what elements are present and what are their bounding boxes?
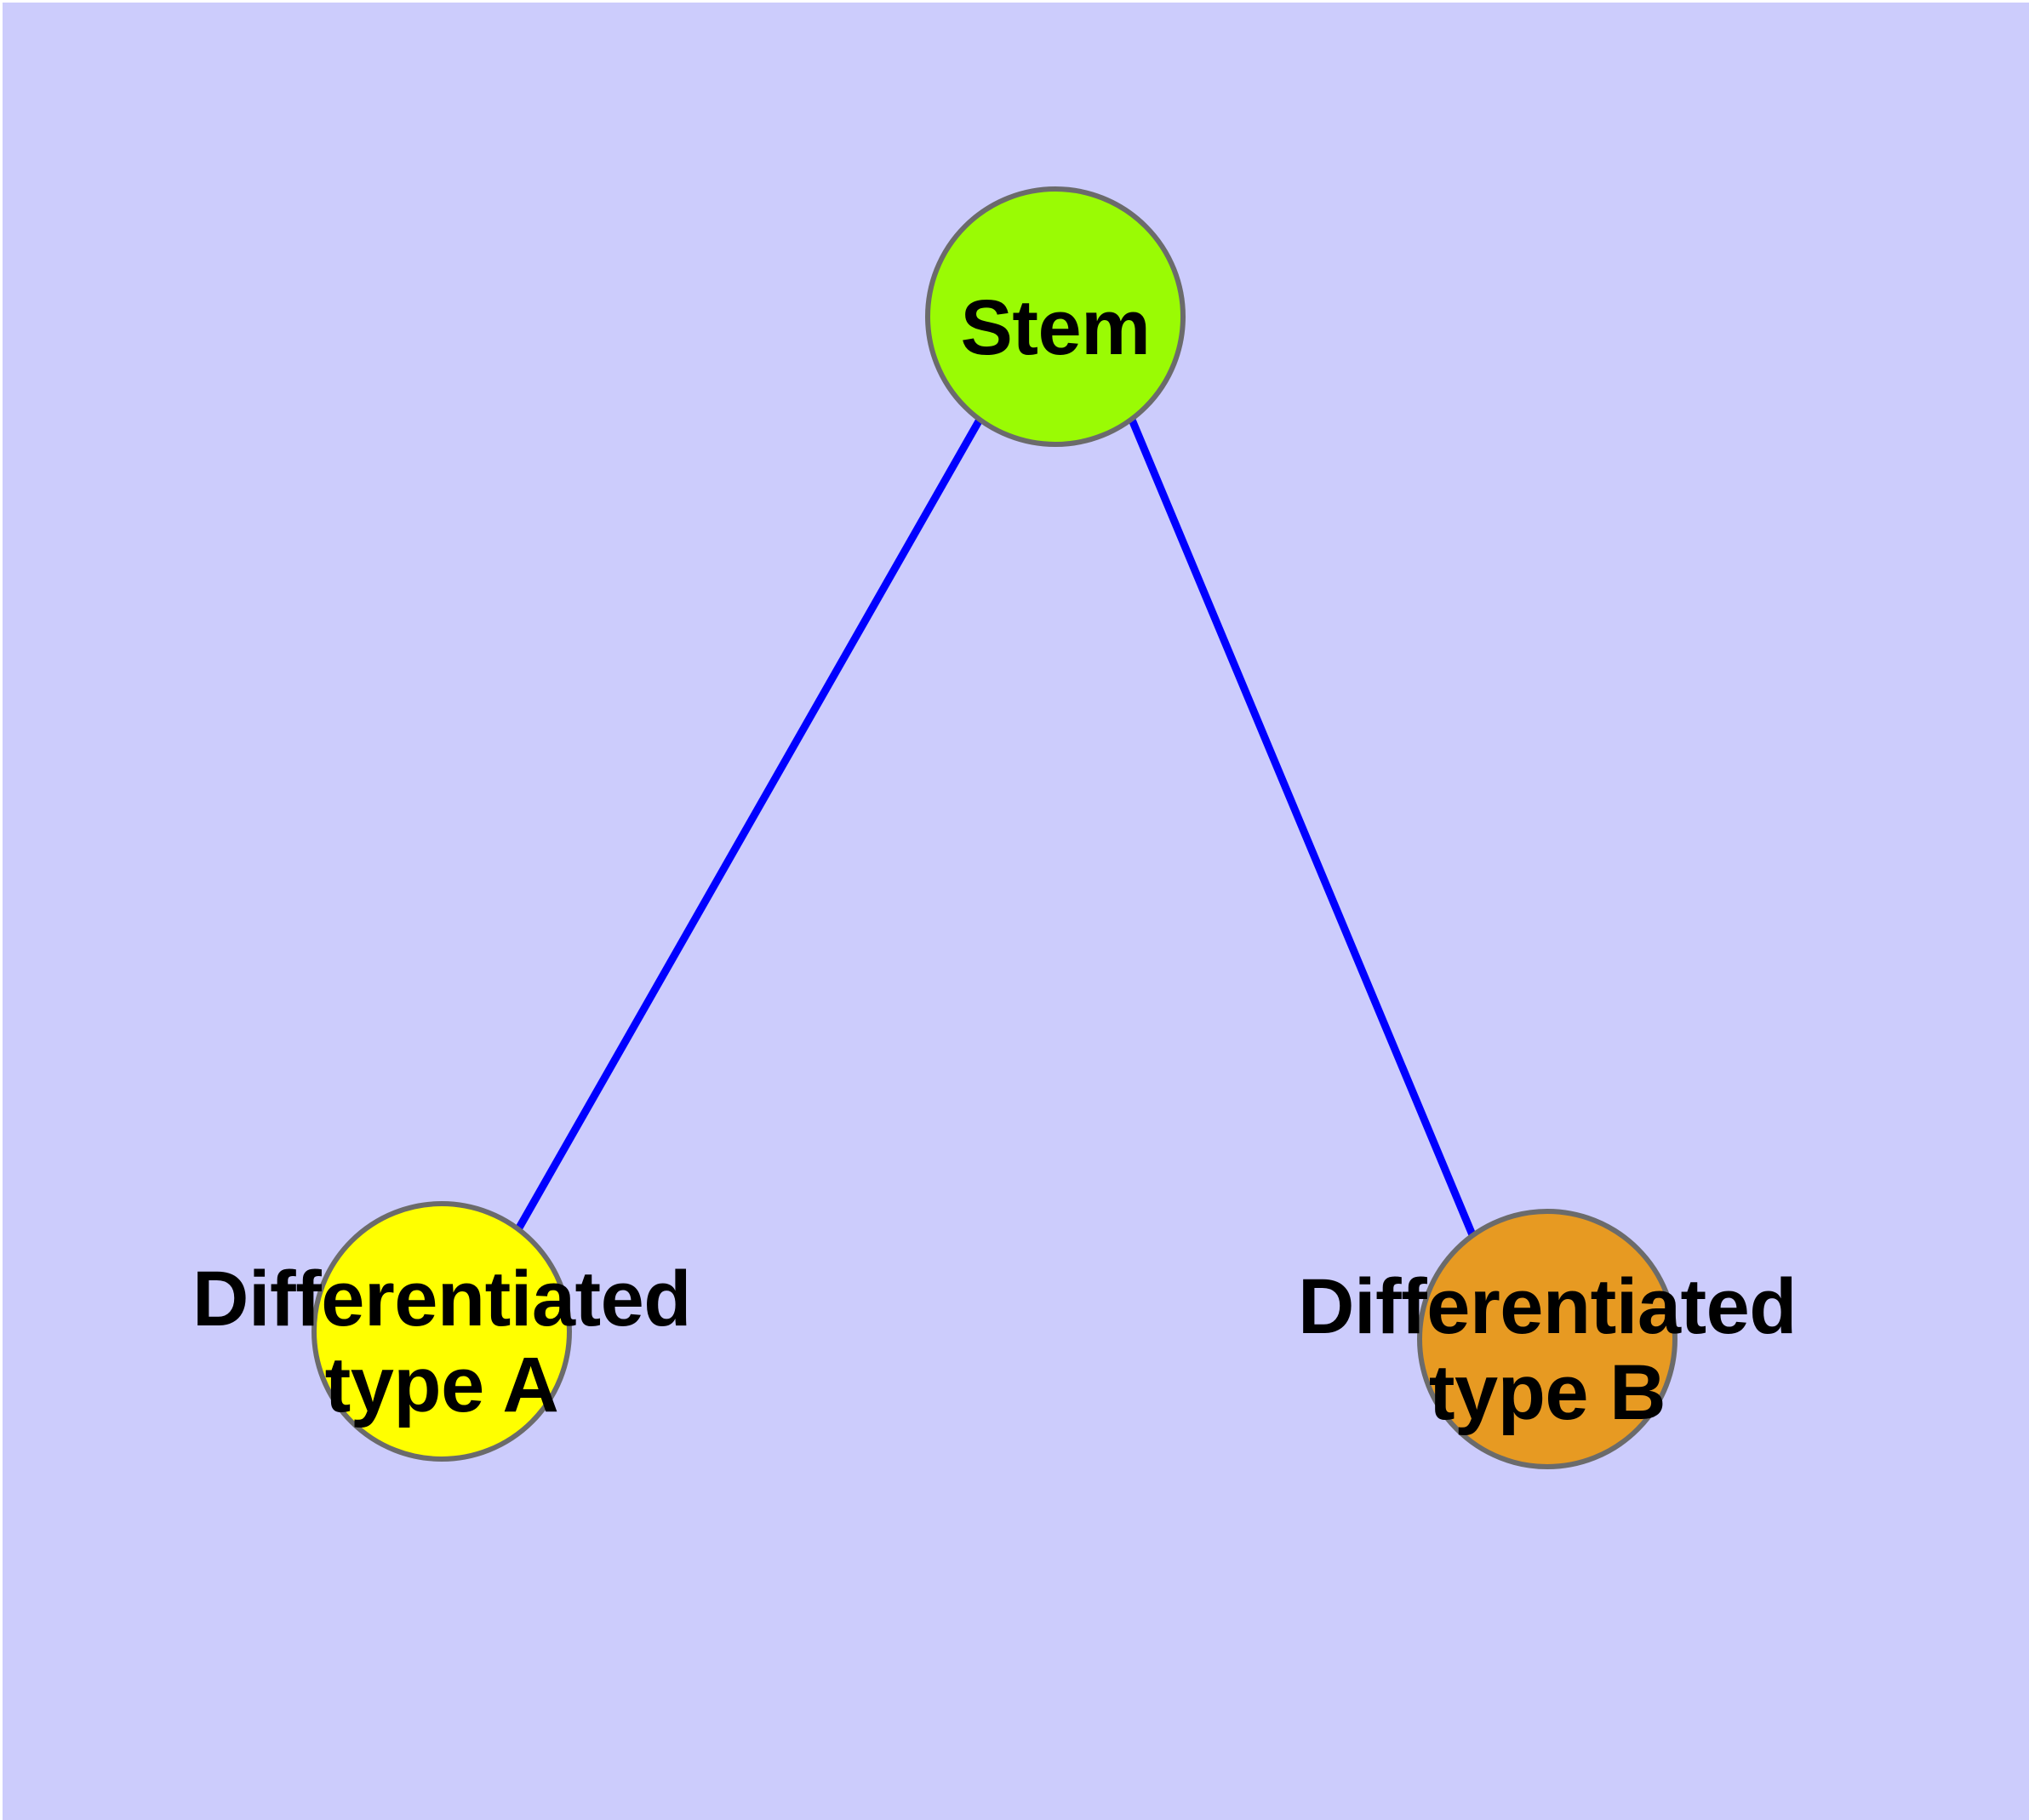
node-layer (311, 186, 1677, 1469)
node-differentiated-type-b[interactable] (1417, 1209, 1677, 1469)
graph-svg (311, 186, 1677, 1469)
edge-layer (515, 417, 1477, 1239)
edge-stem-to-differentiated-type-b[interactable] (1128, 418, 1477, 1239)
edge-stem-to-differentiated-type-a[interactable] (515, 417, 983, 1232)
node-stem[interactable] (925, 186, 1186, 447)
node-differentiated-type-a[interactable] (311, 1201, 572, 1462)
